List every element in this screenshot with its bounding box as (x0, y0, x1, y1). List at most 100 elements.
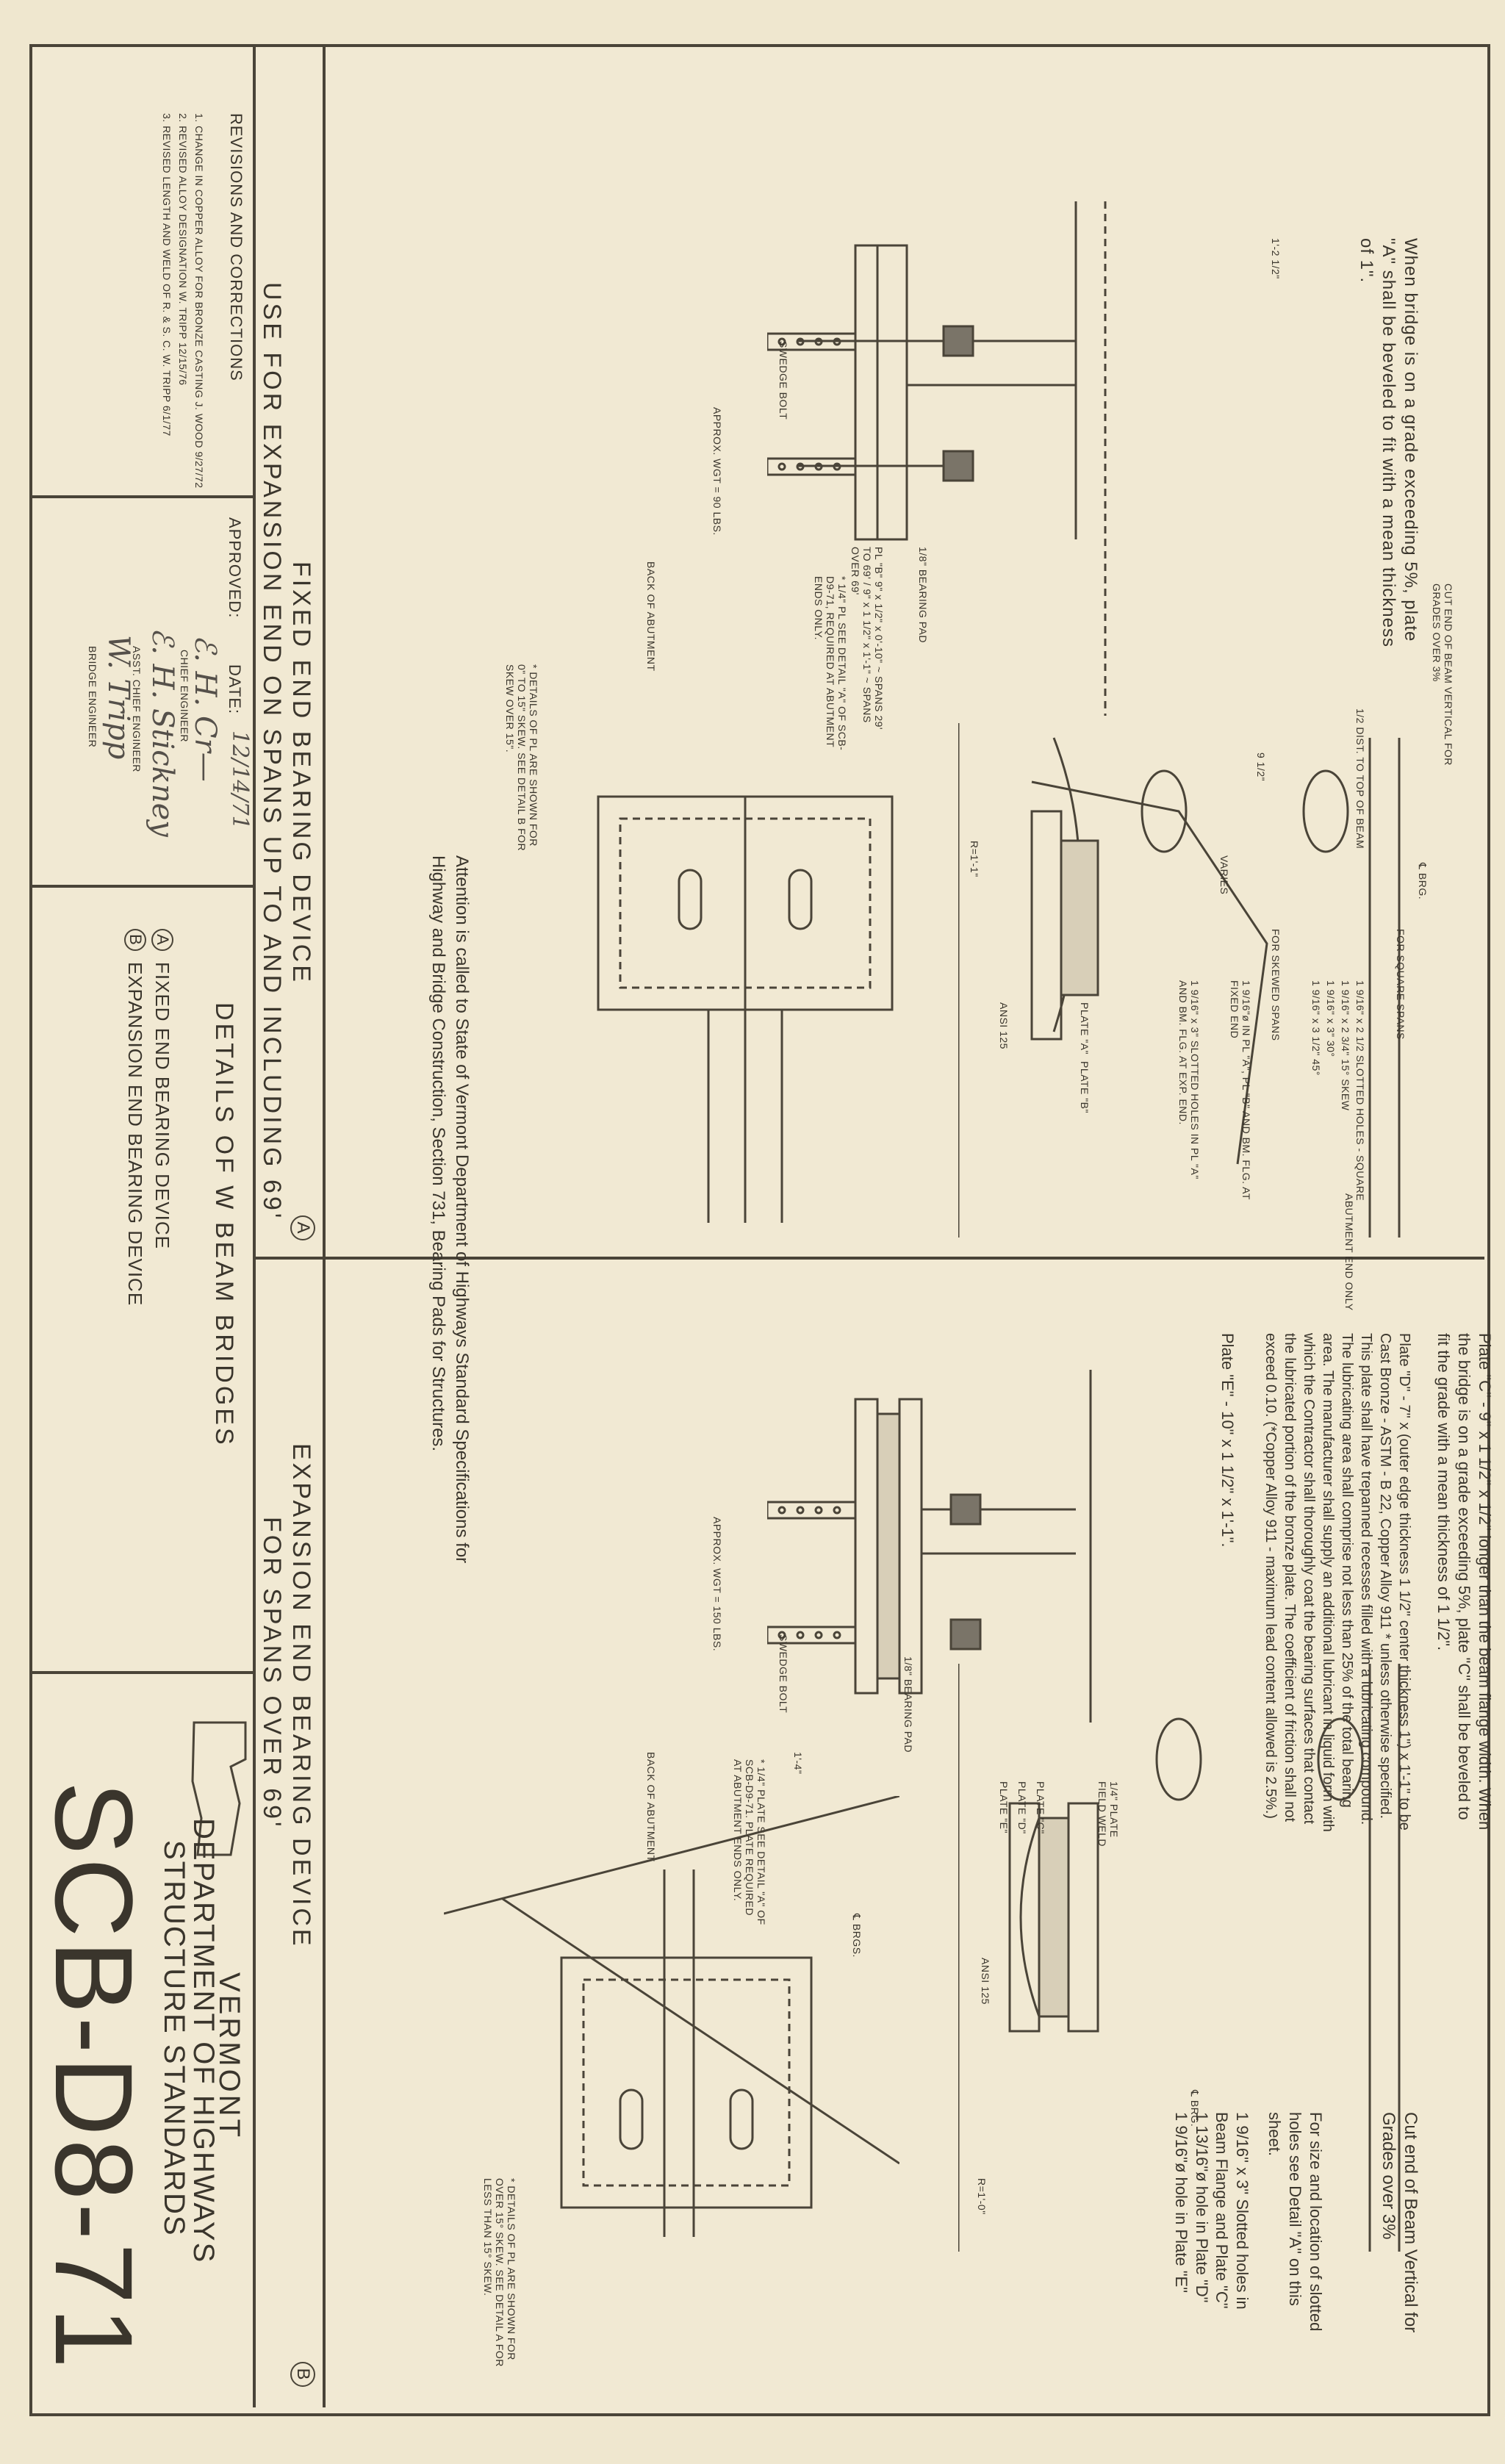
panel-b-beam-end-elevation (958, 1664, 1401, 2252)
signature-chief: ℰ. H. Cr— (188, 635, 222, 782)
drawing-title: DETAILS OF W BEAM BRIDGES (210, 1002, 238, 1448)
panel-a-marker: A (290, 1215, 315, 1240)
nut-right (942, 450, 974, 482)
panel-b-heading-2: FOR SPANS OVER 69' (258, 1517, 286, 1830)
revisions-heading: REVISIONS AND CORRECTIONS (227, 113, 245, 381)
panel-a-ansi: ANSI 125 (998, 1002, 1010, 1049)
title-block-divider-2 (32, 885, 253, 888)
panel-a-hole-2: 1 9/16" x 2 3/4" 15° SKEW (1340, 980, 1351, 1111)
panel-a-plan-view (597, 795, 894, 1223)
date-value: 12/14/71 (227, 730, 253, 830)
slotted-hole-skew (1302, 769, 1349, 853)
panel-a-heading-1: FIXED END BEARING DEVICE (287, 561, 315, 985)
panel-b-dim-top: 1'-4" (792, 1752, 804, 1775)
panel-b-field-weld: 1/4" PLATE FIELD WELD (1096, 1781, 1120, 1847)
panel-a-plate-list: PL "B" 9" x 1/2" x 0'-10" ~ SPANS 29' TO… (850, 547, 885, 730)
item-a-marker: A (151, 929, 173, 951)
swedge-bolt-2 (767, 1626, 857, 1645)
plate-c-section (854, 1398, 879, 1695)
role-chief-engineer: CHIEF ENGINEER (179, 650, 190, 743)
item-b-marker: B (124, 929, 146, 951)
item-a-label: FIXED END BEARING DEVICE (151, 962, 173, 1249)
panel-b-plan-view (444, 1796, 899, 2237)
sheet-number: SCB-D8-71 (32, 1781, 156, 2371)
skew-line (444, 1796, 899, 1915)
plate-b-elev (1030, 810, 1063, 1041)
plate-d-section (876, 1412, 901, 1680)
plate-e-section (898, 1398, 923, 1695)
panel-b-swedge-bolt: SWEDGE BOLT (777, 1634, 789, 1714)
panel-a-beam-end-elevation (958, 723, 1401, 1238)
slotted-hole-2 (788, 869, 813, 930)
panel-b-hole-3: 1 9/16"ø hole in Plate "E" (1172, 2112, 1190, 2294)
panel-b-ansi: ANSI 125 (980, 1958, 991, 2005)
panel-a-heading-2: USE FOR EXPANSION END ON SPANS UP TO AND… (258, 282, 286, 1221)
plate-e-elev (1008, 1802, 1041, 2033)
panel-a-grade-note: When bridge is on a grade exceeding 5%, … (1357, 238, 1420, 647)
panel-b-size-note: For size and location of slotted holes s… (1265, 2112, 1325, 2332)
date-label: DATE: (226, 664, 244, 715)
panel-a-hole-1: 1 9/16" x 2 1/2 SLOTTED HOLES - SQUARE (1354, 980, 1366, 1202)
agency-line-1: DEPARTMENT OF HIGHWAYS (187, 1818, 220, 2264)
heading-strip-border (323, 47, 326, 2407)
approved-label: APPROVED: (226, 517, 244, 619)
revision-item-2: 2. REVISED ALLOY DESIGNATION W. TRIPP 12… (177, 113, 189, 386)
signature-asst-chief: ℰ. H. Stickney (146, 628, 179, 837)
panel-b-plate-d: PLATE "D" (1016, 1781, 1028, 1834)
plate-c-elev (1067, 1802, 1099, 2033)
nut-left (949, 1493, 982, 1526)
title-strip-border (253, 47, 256, 2407)
nut-right (949, 1618, 982, 1651)
plate-a-section (854, 244, 879, 541)
panel-a-fixed-end: 1 9/16"ø IN PL "A", PL "B" AND BM. FLG. … (1229, 980, 1252, 1200)
panel-a-hole-4: 1 9/16" x 3 1/2" 45° (1310, 980, 1322, 1076)
panel-a-plate-b: PLATE "B" (1079, 1061, 1091, 1113)
agency-line-2: STRUCTURE STANDARDS (158, 1840, 190, 2237)
panel-b-weight: APPROX. WGT = 150 LBS. (711, 1517, 723, 1652)
panel-a-weight: APPROX. WGT = 90 LBS. (711, 407, 723, 536)
panel-b-hole-1: 1 9/16" x 3" Slotted holes in Beam Flang… (1213, 2112, 1251, 2310)
vermont-state-outline (191, 1721, 247, 1856)
panel-a-half-dist: 1/2 DIST. TO TOP OF BEAM (1354, 708, 1366, 850)
panel-a-brg: ℄ BRG. (1417, 863, 1429, 900)
title-block-divider-1 (32, 495, 253, 498)
nut-left (942, 325, 974, 357)
panel-b-brgs: ℄ BRGS. (851, 1914, 863, 1958)
revision-item-3: 3. REVISED LENGTH AND WELD OF R. & S. C.… (161, 113, 173, 437)
panel-a-back-of-abutment: BACK OF ABUTMENT (645, 561, 657, 672)
panel-b-section-view (767, 1370, 1092, 1723)
panel-b-cut-note: Cut end of Beam Vertical for Grades over… (1379, 2112, 1420, 2333)
panel-b-marker: B (290, 2362, 315, 2387)
swedge-bolt-2 (767, 457, 857, 476)
attention-note: Attention is called to State of Vermont … (428, 855, 472, 1564)
panel-a-section-view (767, 201, 1107, 716)
panel-a-varies: VARIES (1218, 855, 1230, 895)
drawing-sheet: REVISIONS AND CORRECTIONS 1. CHANGE IN C… (29, 44, 1494, 2416)
panel-a-detail-ref: * 1/4" PL SEE DETAIL "A" OF SCB-D9-71, R… (813, 576, 848, 751)
slotted-hole-2 (729, 2088, 754, 2150)
panel-a-swedge-bolt: SWEDGE BOLT (777, 341, 789, 420)
panel-a-skew-note: * DETAILS OF PL ARE SHOWN FOR 0" TO 15" … (504, 664, 539, 852)
panel-a-hole-3: 1 9/16" x 3" 30° (1325, 980, 1337, 1057)
panel-b-plate-c: PLATE "C" (1035, 1781, 1046, 1834)
panel-b-heading-1: EXPANSION END BEARING DEVICE (287, 1443, 315, 1949)
panel-a-radius: R=1'-1" (969, 841, 980, 877)
slotted-hole-square (1141, 769, 1188, 853)
swedge-bolt-1 (767, 1501, 857, 1520)
panel-a-plate-a: PLATE "A" (1079, 1002, 1091, 1055)
slotted-hole-1 (619, 2088, 644, 2150)
panel-a-dim-top: 1'-2 1/2" (1270, 238, 1282, 279)
signature-bridge: W. Tripp (101, 635, 135, 760)
slotted-hole-1 (678, 869, 703, 930)
plate-a-elev (1060, 839, 1099, 996)
panel-divider (253, 1257, 1484, 1260)
panel-b-bearing-pad: 1/8" BEARING PAD (902, 1656, 914, 1753)
swedge-bolt-1 (767, 332, 857, 351)
panel-a-skewed-spans: FOR SKEWED SPANS (1270, 929, 1282, 1041)
title-block-divider-3 (32, 1671, 253, 1674)
panel-a-abutment-only: ABUTMENT END ONLY (1343, 1193, 1355, 1311)
panel-a-dim-9-1-2: 9 1/2" (1255, 753, 1267, 782)
plate-c-outline (560, 1956, 813, 2209)
panel-b-radius: R=1'-0" (976, 2178, 988, 2215)
plate-d-elev (1038, 1817, 1070, 2018)
